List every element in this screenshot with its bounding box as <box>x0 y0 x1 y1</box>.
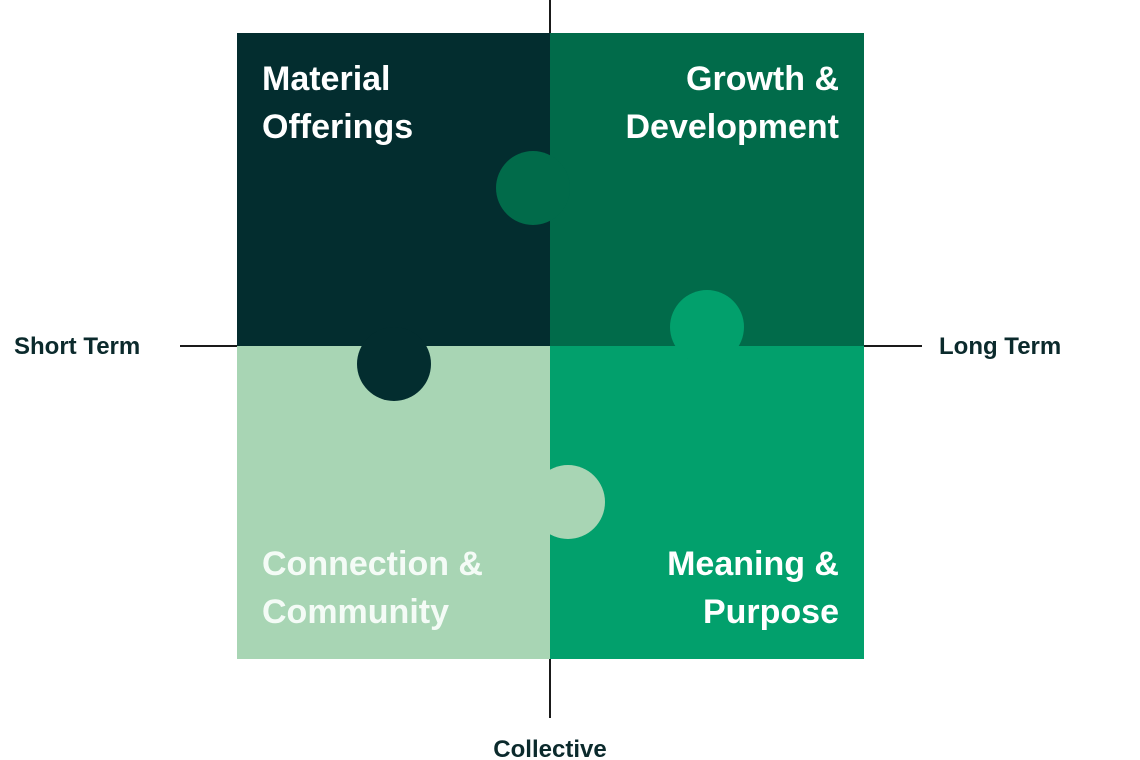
quadrant-title-br-line1: Meaning & <box>667 545 839 583</box>
quadrant-title-tr-line1: Growth & <box>686 60 839 98</box>
quadrant-title-tr-line2: Development <box>626 108 840 146</box>
quadrant-title-bl-line2: Community <box>262 593 449 631</box>
puzzle-tab-growth <box>496 151 570 225</box>
puzzle-tab-material <box>357 327 431 401</box>
quadrant-title-tl-line1: Material <box>262 60 391 98</box>
puzzle-tab-meaning <box>670 290 744 364</box>
axis-label-long-term: Long Term <box>939 333 1061 360</box>
quadrant-title-bl-line1: Connection & <box>262 545 483 583</box>
axis-label-collective: Collective <box>493 736 606 760</box>
puzzle-tab-connection <box>531 465 605 539</box>
axis-label-short-term: Short Term <box>14 333 140 360</box>
quadrant-title-tl-line2: Offerings <box>262 108 413 146</box>
quadrant-title-br-line2: Purpose <box>703 593 839 631</box>
